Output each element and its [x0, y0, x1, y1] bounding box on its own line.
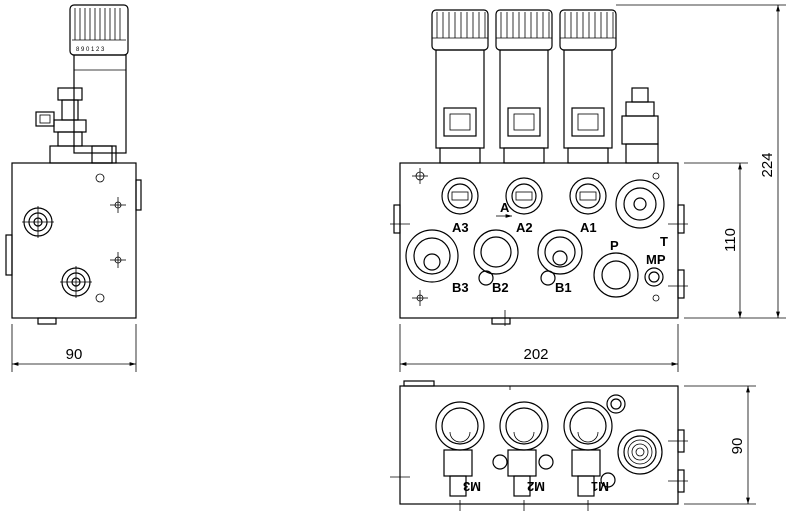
dim-top-depth: 90: [729, 438, 746, 455]
label-a3: A3: [452, 220, 469, 235]
label-t: T: [660, 234, 668, 249]
side-view: 8 9 0 1 2 3 90: [5, 4, 142, 372]
label-b2: B2: [492, 280, 509, 295]
label-mp: MP: [646, 252, 666, 267]
label-b3: B3: [452, 280, 469, 295]
solenoid-3: [431, 9, 489, 164]
top-view: M3 M2 M1 90: [390, 380, 756, 511]
label-a1: A1: [580, 220, 597, 235]
dim-front-height: 110: [722, 228, 739, 252]
label-b1: B1: [555, 280, 572, 295]
front-view: A A3 A2 A1 B3 B2 B1 P T MP 202 110 224: [390, 4, 786, 372]
section-label: A: [500, 200, 510, 215]
solenoid-2: [495, 9, 553, 164]
dim-side-width: 90: [66, 346, 83, 363]
solenoid-1: [559, 9, 617, 164]
side-knob: [69, 4, 129, 56]
side-block: [11, 162, 137, 319]
label-m3: M3: [463, 479, 481, 494]
label-m2: M2: [527, 479, 545, 494]
label-m1: M1: [591, 479, 609, 494]
dim-front-width: 202: [523, 346, 548, 363]
label-p: P: [610, 238, 619, 253]
label-a2: A2: [516, 220, 533, 235]
dim-total-height: 224: [759, 152, 776, 177]
svg-text:8 9 0 1 2 3: 8 9 0 1 2 3: [76, 47, 105, 53]
